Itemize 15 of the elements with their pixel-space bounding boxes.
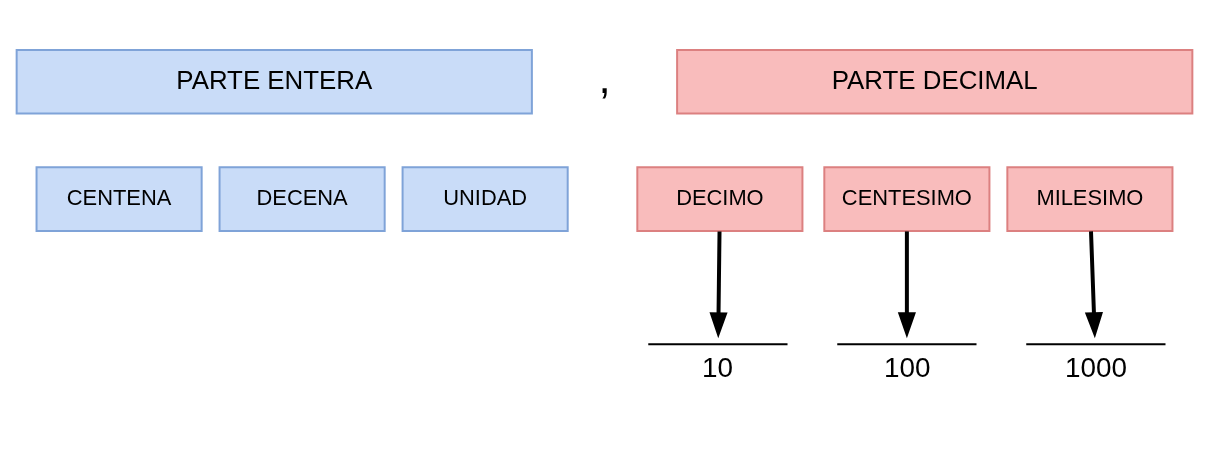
node-box: MILESIMO [1006,165,1174,232]
arrow [1084,230,1103,338]
node-box: PARTE DECIMAL [676,48,1194,115]
node-text: 10 [701,351,733,383]
node-box: PARTE ENTERA [15,48,533,115]
arrow [709,230,728,338]
node-box: CENTESIMO [823,165,991,232]
node-text: 100 [884,351,931,383]
node-box: UNIDAD [401,165,569,232]
node-text: 1000 [1065,351,1127,383]
node-box: DECENA [218,165,386,232]
arrow [897,230,916,338]
node-box: CENTENA [35,165,203,232]
node-box: DECIMO [636,165,804,232]
label: , [598,52,611,102]
